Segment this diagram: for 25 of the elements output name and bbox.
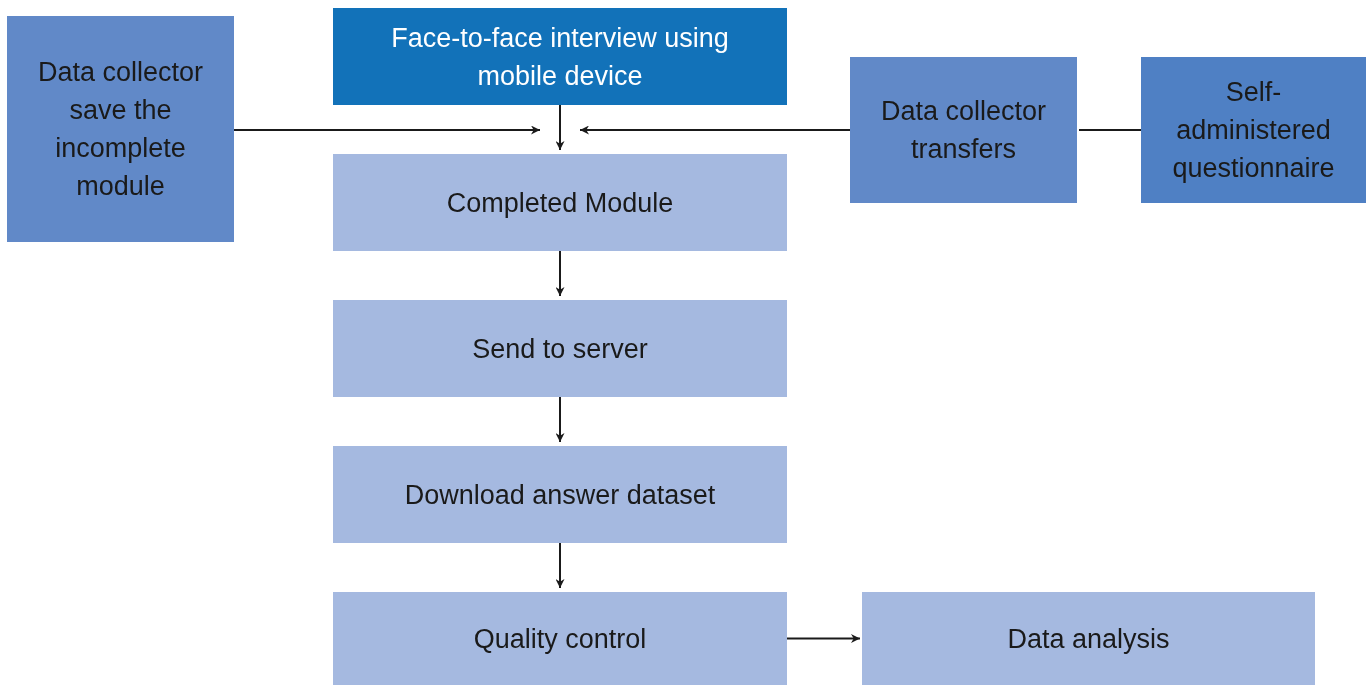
arrow [555,250,565,297]
process-box [850,57,1077,203]
arrow [579,125,851,135]
arrow [786,634,861,643]
box-label: Download answer dataset [404,478,716,512]
arrow [233,125,541,135]
process-box [333,8,787,105]
process-box [333,592,787,685]
process-box [862,592,1315,685]
process-box [7,16,234,242]
process-box [333,154,787,251]
box-label: Self-administered questionnaire [1171,76,1336,185]
box-label: Quality control [473,622,647,656]
box-label: Send to server [472,332,648,366]
arrow [555,542,565,589]
process-box [1141,57,1366,203]
process-box [333,446,787,543]
process-box [333,300,787,397]
box-label: Data collector transfers [879,95,1048,166]
box-label: Data collector save the incomplete module [36,56,205,203]
box-label: Data analysis [1007,622,1170,656]
box-label: Completed Module [446,186,674,220]
arrow [555,104,565,151]
box-label: Face-to-face interview using mobile device [390,21,730,93]
arrow [555,396,565,443]
